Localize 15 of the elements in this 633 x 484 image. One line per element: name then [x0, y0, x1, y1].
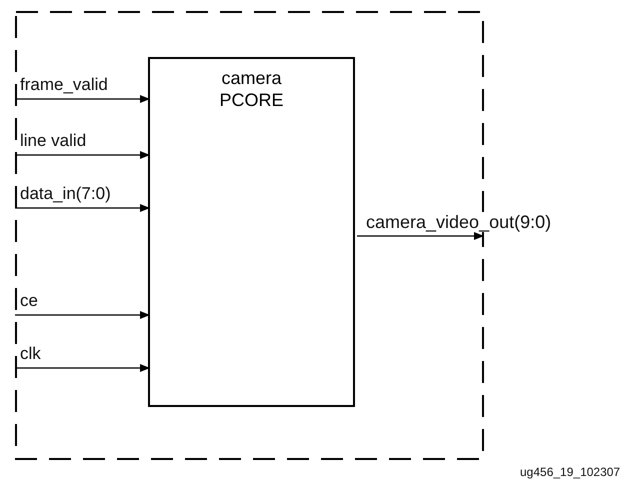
- signal-label: camera_video_out(9:0): [366, 212, 552, 232]
- core-block: [148, 57, 355, 407]
- block-title: camera PCORE: [218, 67, 284, 111]
- signal-label: ce: [20, 291, 38, 311]
- signal-label: frame_valid: [20, 75, 108, 95]
- signal-label: clk: [20, 344, 41, 364]
- signal-arrow: [15, 204, 150, 212]
- signal-arrow: [15, 151, 150, 159]
- signal-arrow: [15, 95, 150, 103]
- signal-arrow: [357, 232, 484, 240]
- figure-id: ug456_19_102307: [520, 464, 620, 481]
- signal-arrow: [15, 364, 150, 372]
- signal-label: line valid: [20, 131, 86, 151]
- signal-label: data_in(7:0): [20, 184, 111, 204]
- signal-arrow: [15, 311, 150, 319]
